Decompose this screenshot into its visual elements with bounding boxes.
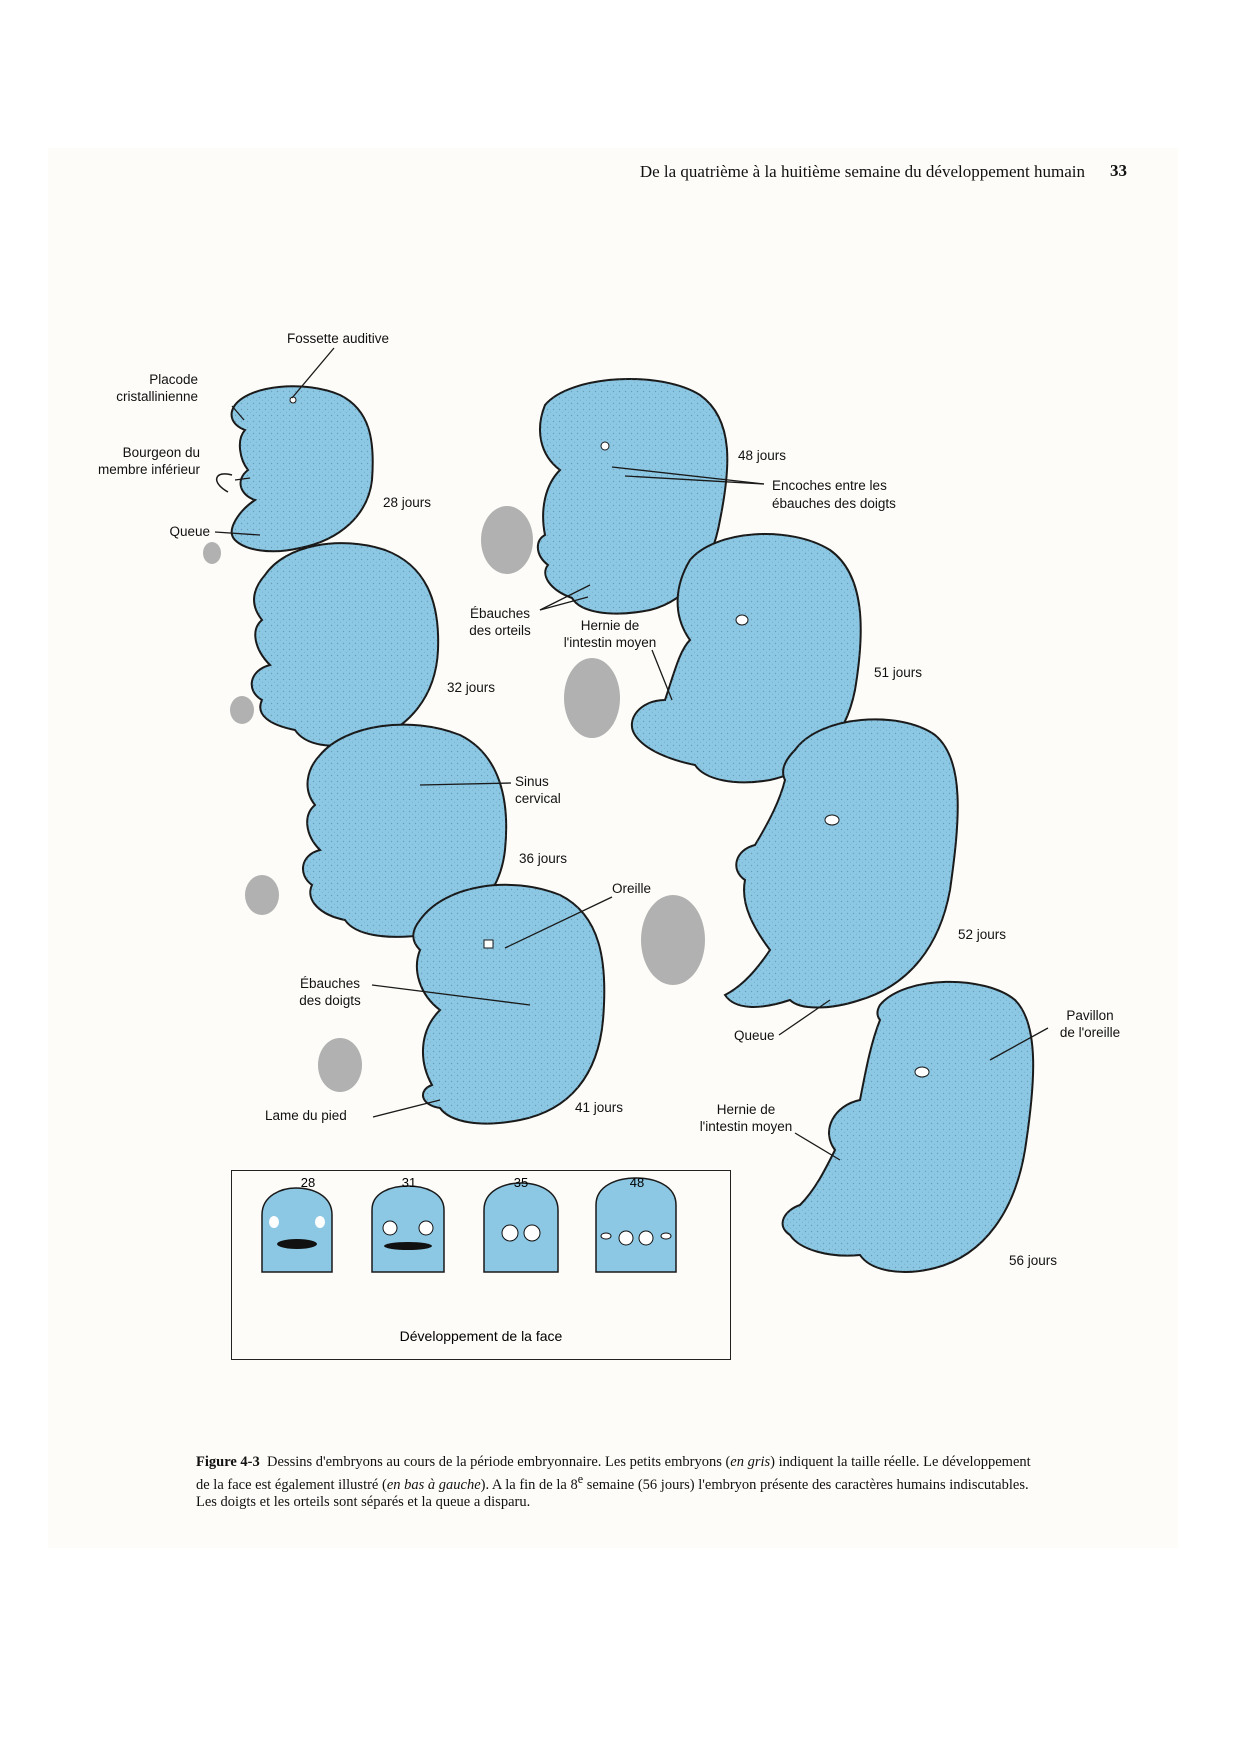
caption-text-4: semaine (56 jours) l'embryon présente de… [196, 1476, 1029, 1510]
embryo-51-days [630, 533, 862, 784]
caption-text-3: ). A la fin de la 8 [480, 1476, 578, 1493]
real-size-embryos [203, 506, 705, 1092]
label-queue-52: Queue [734, 1028, 775, 1043]
label-sinus-line2: cervical [515, 791, 561, 806]
label-ebauches-doigts-line2: des doigts [299, 993, 361, 1008]
label-hernie-line1: Hernie de [580, 618, 640, 633]
label-fossette-auditive: Fossette auditive [287, 331, 390, 346]
caption-text-2: ) indiquent la taille réelle. Le dévelop… [196, 1454, 1031, 1493]
leader-lines [214, 347, 1049, 1161]
label-lame-pied: Lame du pied [265, 1108, 347, 1123]
face-development-drawings [261, 1177, 677, 1273]
label-queue-28: Queue [169, 524, 210, 539]
label-age-51: 51 jours [874, 665, 923, 680]
label-ebauches-orteils-line1: Ébauches [469, 606, 531, 621]
label-encoches-line2: ébauches des doigts [772, 496, 896, 511]
running-header: De la quatrième à la huitième semaine du… [0, 158, 1240, 188]
label-pavillon-line1: Pavillon [1066, 1008, 1114, 1023]
label-age-28: 28 jours [383, 495, 432, 510]
label-placode-line2: cristallinienne [116, 389, 198, 404]
label-ebauches-orteils-line2: des orteils [469, 623, 531, 638]
label-ebauches-doigts-line1: Ébauches [299, 976, 361, 991]
label-age-52: 52 jours [958, 927, 1007, 942]
face-day-28: 28 [300, 1175, 316, 1190]
label-age-32: 32 jours [447, 680, 496, 695]
caption-figure-label: Figure 4-3 [196, 1454, 260, 1470]
face-day-31: 31 [401, 1175, 417, 1190]
caption-superscript: e [577, 1472, 584, 1486]
label-encoches-line1: Encoches entre les [772, 478, 887, 493]
label-bourgeon-line2: membre inférieur [97, 462, 200, 477]
face-development-panel: 28 31 35 48 Développement de la face [231, 1170, 731, 1360]
label-pavillon-line2: de l'oreille [1059, 1025, 1121, 1040]
label-age-36: 36 jours [519, 851, 568, 866]
label-placode-line1: Placode [149, 372, 198, 387]
label-age-48: 48 jours [738, 448, 787, 463]
label-age-56: 56 jours [1009, 1253, 1058, 1268]
embryo-36-days [302, 723, 508, 938]
page-number: 33 [1110, 161, 1127, 180]
embryo-41-days [412, 883, 606, 1125]
figure-caption: Figure 4-3 Dessins d'embryons au cours d… [196, 1454, 1046, 1511]
face-panel-caption: Développement de la face [399, 1328, 563, 1344]
embryo-52-days [723, 718, 959, 1009]
label-sinus-line1: Sinus [515, 774, 549, 789]
label-oreille: Oreille [612, 881, 652, 896]
label-hernie56-line2: l'intestin moyen [699, 1119, 793, 1134]
label-bourgeon-line1: Bourgeon du [122, 445, 200, 460]
caption-italic-2: en bas à gauche [386, 1476, 481, 1493]
label-hernie-line2: l'intestin moyen [563, 635, 657, 650]
caption-text-1: Dessins d'embryons au cours de la périod… [267, 1454, 731, 1470]
embryo-56-days [781, 980, 1035, 1273]
label-hernie56-line1: Hernie de [716, 1102, 776, 1117]
face-day-35: 35 [513, 1175, 529, 1190]
face-day-48: 48 [629, 1175, 645, 1190]
embryo-32-days [250, 542, 440, 747]
caption-italic-1: en gris [730, 1454, 771, 1470]
label-age-41: 41 jours [575, 1100, 624, 1115]
embryo-48-days [536, 377, 729, 615]
embryo-28-days [216, 385, 374, 553]
header-title: De la quatrième à la huitième semaine du… [639, 162, 1085, 181]
